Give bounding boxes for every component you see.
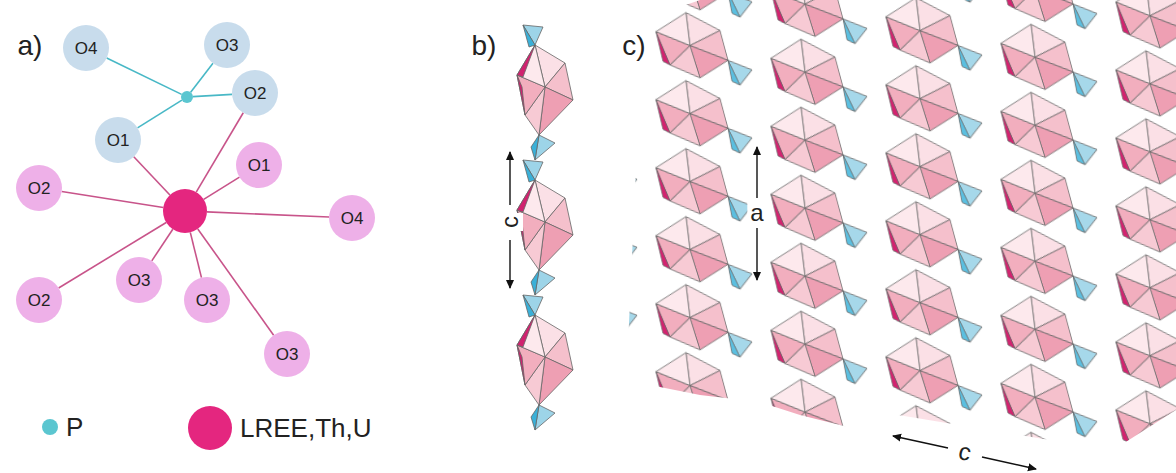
atom-label: O4 [341,210,364,227]
panel-letter: b) [472,32,497,60]
atom-label: O2 [28,292,51,309]
lree-o-bond [204,177,240,199]
oxygen-circle-lree: O2 [16,165,62,211]
axis-arrow [893,436,948,448]
lree-o-bond [190,232,201,277]
atom-label: O1 [107,132,130,149]
atom-label: O3 [276,346,299,363]
lree-o-bond [196,113,243,192]
oxygen-circle-p: O3 [204,22,250,68]
atom-label: O1 [248,157,271,174]
lree-o-bond [207,212,329,217]
axis-arrow [756,228,757,280]
polyhedra-chain [517,25,573,430]
lree-o-bond [152,229,173,261]
p-atom [181,91,193,103]
p-o-bond [191,63,213,92]
axis-arrow [982,457,1036,469]
polyhedra-layer [600,0,1176,460]
axis-label: c [953,437,976,466]
lree-atom [163,189,207,233]
oxygen-circle-lree: O2 [16,277,62,323]
atom-label: O3 [128,272,151,289]
panel-letter: a) [18,32,43,60]
oxygen-circle-lree: O4 [329,195,375,241]
p-o-bond [107,58,182,94]
oxygen-circle-lree: O3 [116,257,162,303]
atom-label: O2 [28,180,51,197]
axis-label: c [497,213,523,231]
legend-swatch [188,406,232,450]
oxygen-circle-lree: O1 [236,142,282,188]
axis-arrow [509,240,510,288]
axis-label: a [747,200,766,226]
axis-arrow [756,147,757,198]
lree-o-bond [62,192,164,208]
lree-o-bond [134,157,170,195]
oxygen-circle-lree: O3 [184,277,230,323]
legend-swatch [42,419,58,435]
lree-o-bond [59,222,167,288]
p-o-bond [138,100,182,128]
legend-text: LREE,Th,U [240,415,372,441]
panel-letter: c) [622,32,645,60]
p-o-bond [193,94,232,96]
atom-label: O3 [216,37,239,54]
axis-arrow [509,152,510,205]
atom-label: O2 [244,85,267,102]
oxygen-circle-p: O2 [232,70,278,116]
atom-label: O3 [196,292,219,309]
legend-text: P [66,414,83,440]
oxygen-circle-lree: O3 [264,331,310,377]
atom-label: O4 [75,40,98,57]
oxygen-circle-p: O1 [95,117,141,163]
oxygen-circle-p: O4 [63,25,109,71]
